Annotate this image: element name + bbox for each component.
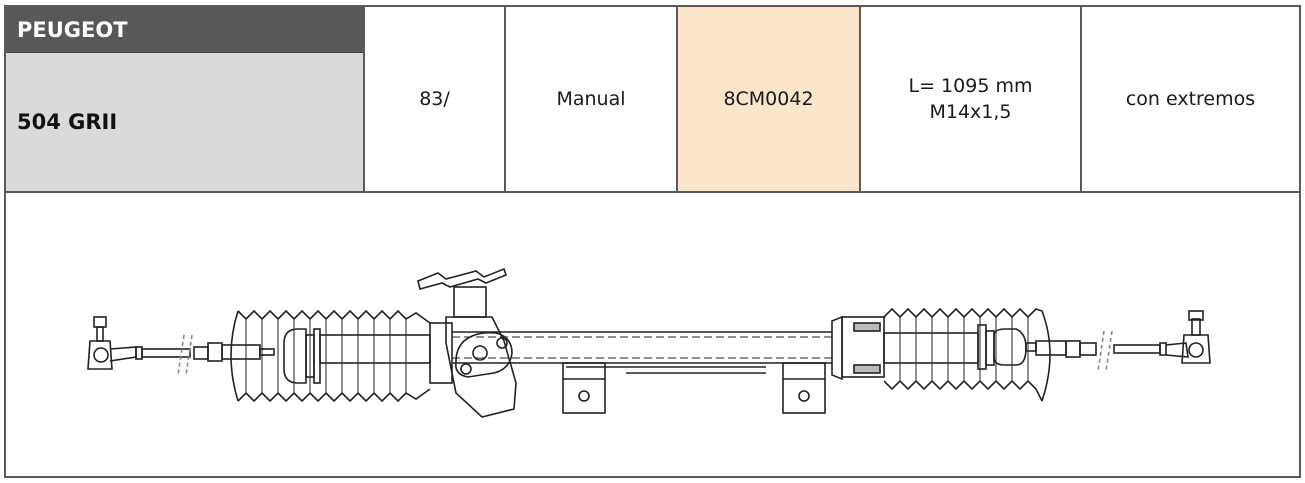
steering-rack-diagram-icon (87, 267, 1211, 418)
left-tie-rod-end-icon (87, 316, 275, 376)
brand-label: PEUGEOT (6, 7, 363, 53)
mounting-bracket-icon (562, 362, 826, 414)
vehicle-column: PEUGEOT 504 GRII (6, 7, 363, 191)
reference-cell: 8CM0042 (676, 7, 859, 191)
steering-rack-drawing (6, 193, 1299, 476)
spec-row: PEUGEOT 504 GRII 83/ Manual 8CM0042 L= 1… (6, 7, 1299, 193)
pinion-housing-icon (417, 267, 517, 418)
year-cell: 83/ (363, 7, 504, 191)
right-tie-rod-end-icon (1025, 310, 1211, 372)
model-label: 504 GRII (6, 53, 363, 191)
right-bellows-icon (831, 307, 1051, 402)
rack-tube-icon (452, 331, 832, 374)
product-card: PEUGEOT 504 GRII 83/ Manual 8CM0042 L= 1… (4, 5, 1301, 478)
thread-value: M14x1,5 (929, 101, 1012, 123)
dimensions-cell: L= 1095 mm M14x1,5 (859, 7, 1080, 191)
length-value: L= 1095 mm (908, 75, 1033, 97)
steering-type-cell: Manual (504, 7, 676, 191)
left-bellows-icon (230, 309, 431, 403)
ends-cell: con extremos (1080, 7, 1299, 191)
